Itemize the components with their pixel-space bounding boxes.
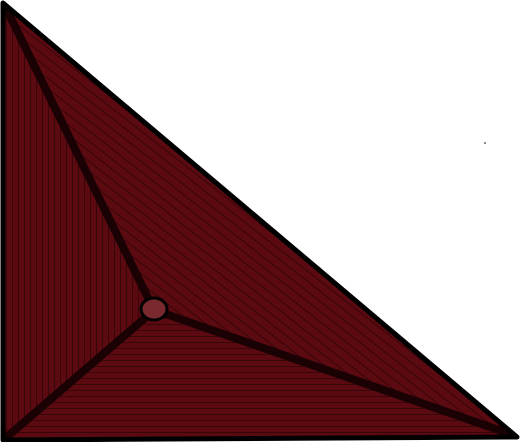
hip-line-bottom — [4, 314, 149, 440]
roof-face-bottom — [4, 310, 516, 440]
hip-lines — [2, 4, 514, 440]
roof-peak-cap — [139, 296, 169, 322]
hip-line-right — [156, 308, 514, 438]
stray-dot — [484, 142, 486, 144]
hip-line-top — [2, 4, 154, 306]
roof-face-left — [4, 4, 153, 440]
